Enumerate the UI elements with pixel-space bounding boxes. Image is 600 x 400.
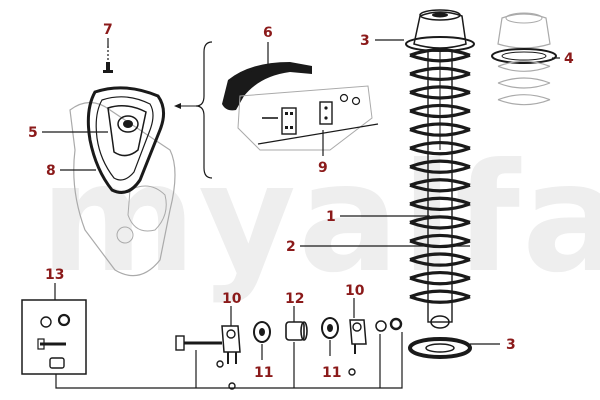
eye-bracket-right [349, 319, 367, 354]
spring-insulator-part [491, 12, 557, 106]
callout-10-left: 10 [222, 291, 242, 307]
callout-9: 9 [318, 160, 328, 176]
leader-lines [42, 38, 560, 360]
watermark-text: myalfa [40, 132, 600, 306]
callout-labels: 1 2 3 3 4 5 6 7 8 9 10 10 11 11 12 13 [28, 22, 574, 381]
callout-11-right: 11 [322, 365, 341, 381]
callout-3-top: 3 [360, 33, 370, 49]
mounting-hardware [21, 299, 403, 390]
callout-5: 5 [28, 125, 38, 141]
eye-bracket-left [221, 325, 241, 364]
callout-10-right: 10 [345, 283, 365, 299]
screw-part [103, 46, 113, 73]
callout-13: 13 [45, 267, 64, 283]
callout-2: 2 [286, 239, 296, 255]
top-spring-cap [413, 11, 467, 49]
callout-12: 12 [285, 291, 304, 307]
bolt-part [175, 335, 222, 351]
callout-6: 6 [263, 25, 273, 41]
callout-7: 7 [103, 22, 113, 38]
bushing-left [253, 321, 271, 343]
callout-11-left: 11 [254, 365, 273, 381]
group-brace [195, 41, 213, 179]
rubber-pad-outline [86, 86, 165, 194]
coil-spring-assembly [405, 9, 475, 359]
spacer-sleeve [285, 321, 308, 341]
hardware-kit-box [21, 299, 87, 375]
bottom-spring-seat [408, 337, 472, 359]
coil-spring [409, 48, 471, 304]
callout-4: 4 [564, 51, 574, 67]
callout-1: 1 [326, 209, 336, 225]
callout-8: 8 [46, 163, 56, 179]
mount-plate [107, 105, 147, 157]
bracket-part [222, 62, 312, 111]
callout-3-bottom: 3 [506, 337, 516, 353]
bracket-assembly [222, 62, 379, 151]
bushing-right [321, 317, 339, 339]
